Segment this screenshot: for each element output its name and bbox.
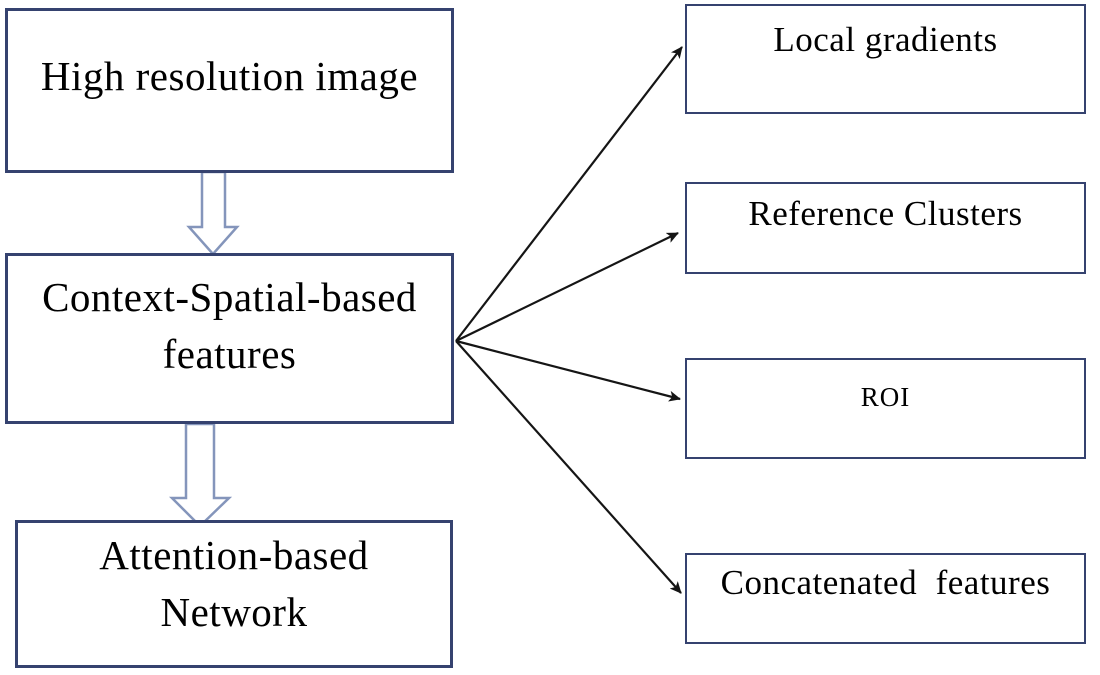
node-label: Context-Spatial-based features [42, 274, 417, 377]
node-label: ROI [860, 382, 911, 412]
node-high-resolution-image: High resolution image [5, 8, 454, 173]
node-label: Concatenated features [720, 563, 1051, 602]
node-local-gradients: Local gradients [685, 4, 1086, 114]
node-attention-network: Attention-based Network [15, 520, 453, 668]
connector-arrow-roi [455, 339, 681, 402]
block-arrow-down-1 [186, 170, 240, 256]
node-label: High resolution image [40, 53, 419, 99]
node-label: Reference Clusters [748, 194, 1023, 233]
connector-arrow-concatenated-features [455, 340, 682, 594]
connector-arrow-local-gradients [455, 46, 683, 342]
node-label: Local gradients [773, 20, 998, 59]
node-context-spatial-features: Context-Spatial-based features [5, 253, 454, 424]
node-reference-clusters: Reference Clusters [685, 182, 1086, 274]
block-arrow-down-2 [168, 422, 233, 528]
node-roi: ROI [685, 358, 1086, 459]
node-label: Attention-based Network [99, 532, 369, 635]
node-concatenated-features: Concatenated features [685, 553, 1086, 644]
connector-arrow-reference-clusters [455, 232, 679, 342]
